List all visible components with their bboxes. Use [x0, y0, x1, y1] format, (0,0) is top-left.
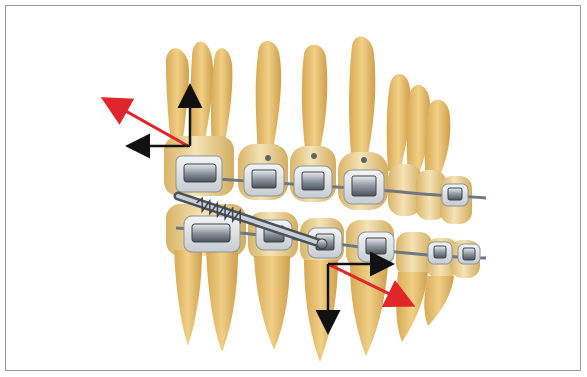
- lower-tooth: [304, 260, 338, 362]
- lower-tooth: [174, 250, 202, 346]
- bracket: [448, 188, 462, 200]
- bracket: [434, 246, 446, 258]
- upper-tooth: [302, 45, 327, 158]
- bracket: [463, 248, 475, 260]
- dental-braces-figure: [6, 6, 582, 372]
- hook: [265, 155, 271, 161]
- upper-tooth: [191, 42, 214, 147]
- spring-attachment: [317, 239, 327, 249]
- bracket: [302, 172, 324, 190]
- upper-tooth: [349, 37, 375, 164]
- hook: [361, 157, 367, 163]
- bracket: [366, 238, 386, 254]
- lower-tooth: [424, 276, 454, 326]
- upper-tooth: [387, 74, 411, 171]
- lower-tooth: [396, 272, 428, 342]
- upper-tooth: [211, 48, 232, 148]
- bracket: [352, 176, 376, 196]
- hook: [311, 153, 317, 159]
- molar-tube-lower: [192, 224, 230, 242]
- upper-tooth: [256, 41, 281, 156]
- molar-tube-upper-body: [184, 164, 216, 182]
- lower-tooth: [254, 256, 290, 350]
- figure-frame: [5, 5, 581, 371]
- upper-tooth: [166, 48, 189, 146]
- bracket: [252, 170, 276, 188]
- lower-tooth: [206, 250, 238, 352]
- braces-illustration: [6, 6, 582, 372]
